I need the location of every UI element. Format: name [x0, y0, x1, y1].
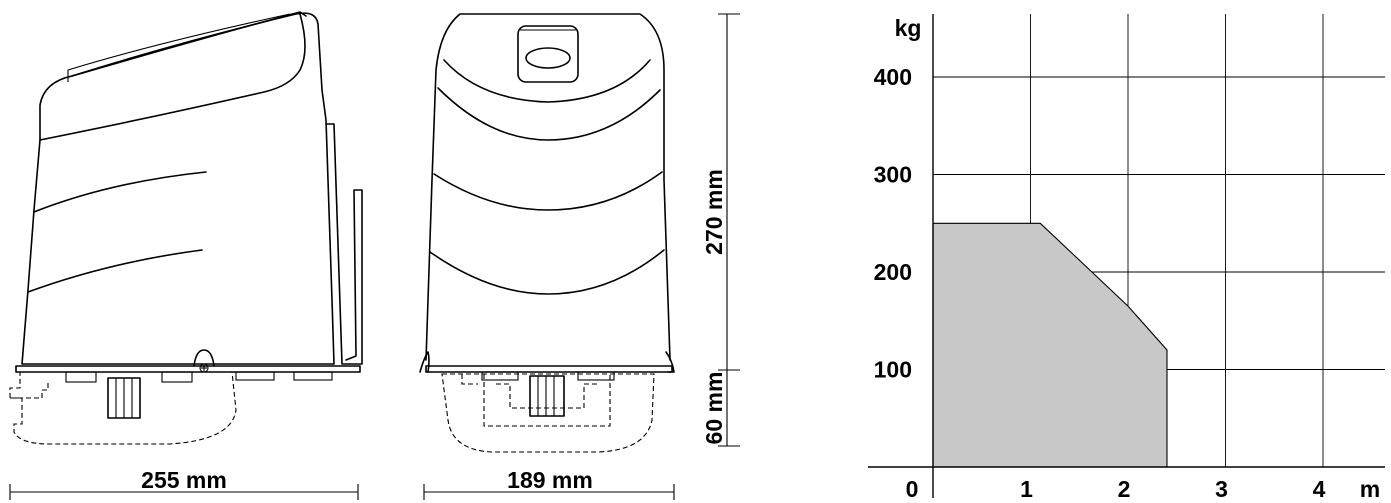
side-width-dimension: 255 mm [9, 467, 359, 500]
body-height-label: 270 mm [701, 169, 727, 255]
weight-length-chart: 1 2 3 4 100 200 300 400 0 m kg [868, 14, 1385, 502]
base-height-label: 60 mm [701, 372, 727, 445]
y-tick-label-400: 400 [874, 64, 912, 90]
height-dimension: 270 mm 60 mm [701, 13, 740, 447]
x-tick-label-2: 2 [1118, 476, 1131, 502]
y-tick-label-100: 100 [874, 357, 912, 383]
side-view-drawing [9, 11, 363, 445]
origin-label: 0 [906, 476, 919, 502]
y-tick-label-300: 300 [874, 162, 912, 188]
front-width-dimension: 189 mm [423, 467, 675, 500]
front-view-drawing [419, 13, 675, 453]
x-tick-label-1: 1 [1020, 476, 1033, 502]
tick-labels: 1 2 3 4 100 200 300 400 [874, 64, 1326, 502]
side-width-label: 255 mm [141, 467, 227, 493]
allowed-area [932, 222, 1168, 468]
y-axis-unit: kg [895, 15, 922, 41]
y-tick-label-200: 200 [874, 259, 912, 285]
x-tick-label-3: 3 [1215, 476, 1228, 502]
x-axis-unit: m [1360, 476, 1380, 502]
front-width-label: 189 mm [507, 467, 593, 493]
x-tick-label-4: 4 [1313, 476, 1326, 502]
